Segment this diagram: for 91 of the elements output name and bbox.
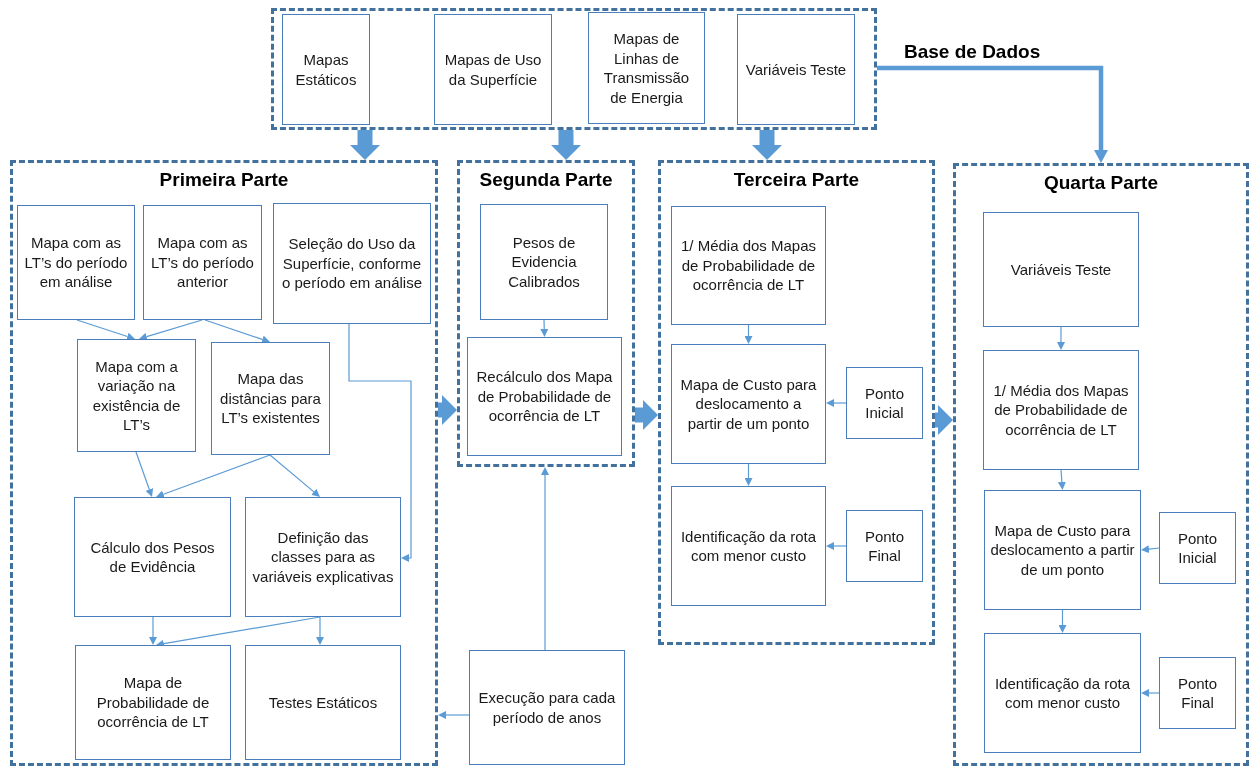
- process-box: [17, 205, 135, 320]
- process-box: [77, 339, 196, 452]
- box-text: Mapa de Probabilidade de ocorrência de LT: [95, 673, 211, 732]
- block-arrow: [752, 130, 782, 160]
- arrow: [269, 454, 320, 497]
- dashed-group-frame: [457, 160, 635, 467]
- arrow: [156, 454, 271, 498]
- process-box: [737, 14, 855, 125]
- box-text: Cálculo dos Pesos de Evidência: [89, 537, 216, 577]
- arrow: [744, 463, 753, 486]
- process-box: [984, 633, 1141, 753]
- box-text: Variáveis Teste: [745, 59, 847, 80]
- process-box: [846, 510, 923, 582]
- block-arrow: [350, 130, 380, 160]
- box-text: Mapa com a variação na existência de LT’s: [91, 356, 182, 435]
- arrow: [541, 467, 549, 651]
- box-text: Mapa de Custo para deslocamento a partir de um ponto: [990, 520, 1135, 580]
- process-box: [469, 650, 625, 765]
- process-box: [245, 645, 401, 760]
- arrow: [316, 616, 324, 645]
- arrow: [877, 65, 1108, 163]
- box-text: Seleção do Uso da Superfície, conforme o período em análise: [280, 234, 424, 293]
- box-text: Ponto Final: [863, 526, 906, 566]
- arrow: [826, 399, 847, 407]
- box-text: Mapa com as LT’s do período em análise: [23, 233, 129, 292]
- process-box: [480, 204, 608, 320]
- arrow: [1141, 689, 1160, 697]
- dashed-group-frame: [658, 160, 935, 645]
- box-text: Identificação da rota com menor custo: [993, 673, 1132, 713]
- process-box: [671, 206, 826, 325]
- group-heading: Base de Dados: [904, 41, 1041, 63]
- process-box: [983, 350, 1139, 470]
- box-text: Ponto Inicial: [863, 383, 906, 423]
- box-text: 1/ Média dos Mapas de Probabilidade de ocorrência de LT: [992, 380, 1130, 440]
- process-box: [984, 490, 1141, 610]
- arrow: [1057, 326, 1065, 350]
- process-box: [273, 203, 431, 324]
- process-box: [846, 367, 923, 439]
- box-text: Pesos de Evidencia Calibrados: [507, 232, 581, 292]
- group-heading: Terceira Parte: [732, 169, 861, 191]
- block-arrow: [551, 130, 581, 160]
- arrow: [135, 451, 154, 497]
- group-heading: Quarta Parte: [1042, 172, 1159, 194]
- arrow: [1058, 609, 1067, 633]
- box-text: Mapa de Custo para deslocamento a partir de um ponto: [679, 374, 818, 434]
- process-box: [1159, 512, 1236, 584]
- process-box: [588, 12, 705, 124]
- group-heading: Segunda Parte: [478, 169, 614, 191]
- process-box: [282, 14, 370, 125]
- dashed-group-frame: [10, 160, 438, 766]
- arrow: [826, 542, 847, 550]
- box-text: Variáveis Teste: [1010, 259, 1112, 280]
- arrow: [438, 711, 470, 719]
- process-box: [74, 497, 231, 617]
- process-box: [245, 497, 401, 617]
- arrow: [348, 323, 412, 562]
- process-box: [1159, 657, 1236, 729]
- process-box: [983, 212, 1139, 327]
- block-arrow: [438, 395, 457, 425]
- group-heading: Primeira Parte: [158, 169, 290, 191]
- process-box: [211, 342, 330, 455]
- box-text: Testes Estáticos: [268, 692, 378, 713]
- process-box: [434, 14, 552, 125]
- arrow: [540, 319, 549, 337]
- process-box: [671, 344, 826, 464]
- arrow: [139, 319, 203, 341]
- process-box: [467, 337, 622, 456]
- box-text: Mapa das distâncias para LT’s existentes: [219, 369, 322, 428]
- block-arrow: [635, 400, 658, 430]
- box-text: Mapas Estáticos: [294, 50, 358, 89]
- process-box: [671, 486, 826, 606]
- box-text: Mapa com as LT’s do período anterior: [150, 233, 255, 292]
- box-text: Definição das classes para as variáveis explicativas: [251, 527, 395, 587]
- box-text: Mapas de Uso da Superfície: [443, 50, 543, 89]
- arrow: [1057, 469, 1066, 490]
- box-text: Execução para cada período de anos: [477, 688, 617, 727]
- arrow: [744, 324, 753, 344]
- dashed-group-frame: [953, 163, 1249, 766]
- process-box: [75, 645, 231, 760]
- box-text: Identificação da rota com menor custo: [679, 526, 818, 566]
- arrow: [149, 616, 157, 645]
- box-text: Mapas de Linhas de Transmissão de Energia: [602, 29, 691, 107]
- box-text: 1/ Média dos Mapas de Probabilidade de ocorrência de LT: [679, 236, 818, 295]
- box-text: Ponto Final: [1176, 673, 1219, 713]
- arrow: [1141, 545, 1160, 554]
- box-text: Recálculo dos Mapa de Probabilidade de ocorrência de LT: [475, 367, 614, 426]
- arrow: [76, 319, 135, 341]
- arrow: [204, 319, 270, 344]
- process-box: [143, 205, 262, 320]
- box-text: Ponto Inicial: [1176, 528, 1219, 568]
- block-arrow: [935, 405, 953, 435]
